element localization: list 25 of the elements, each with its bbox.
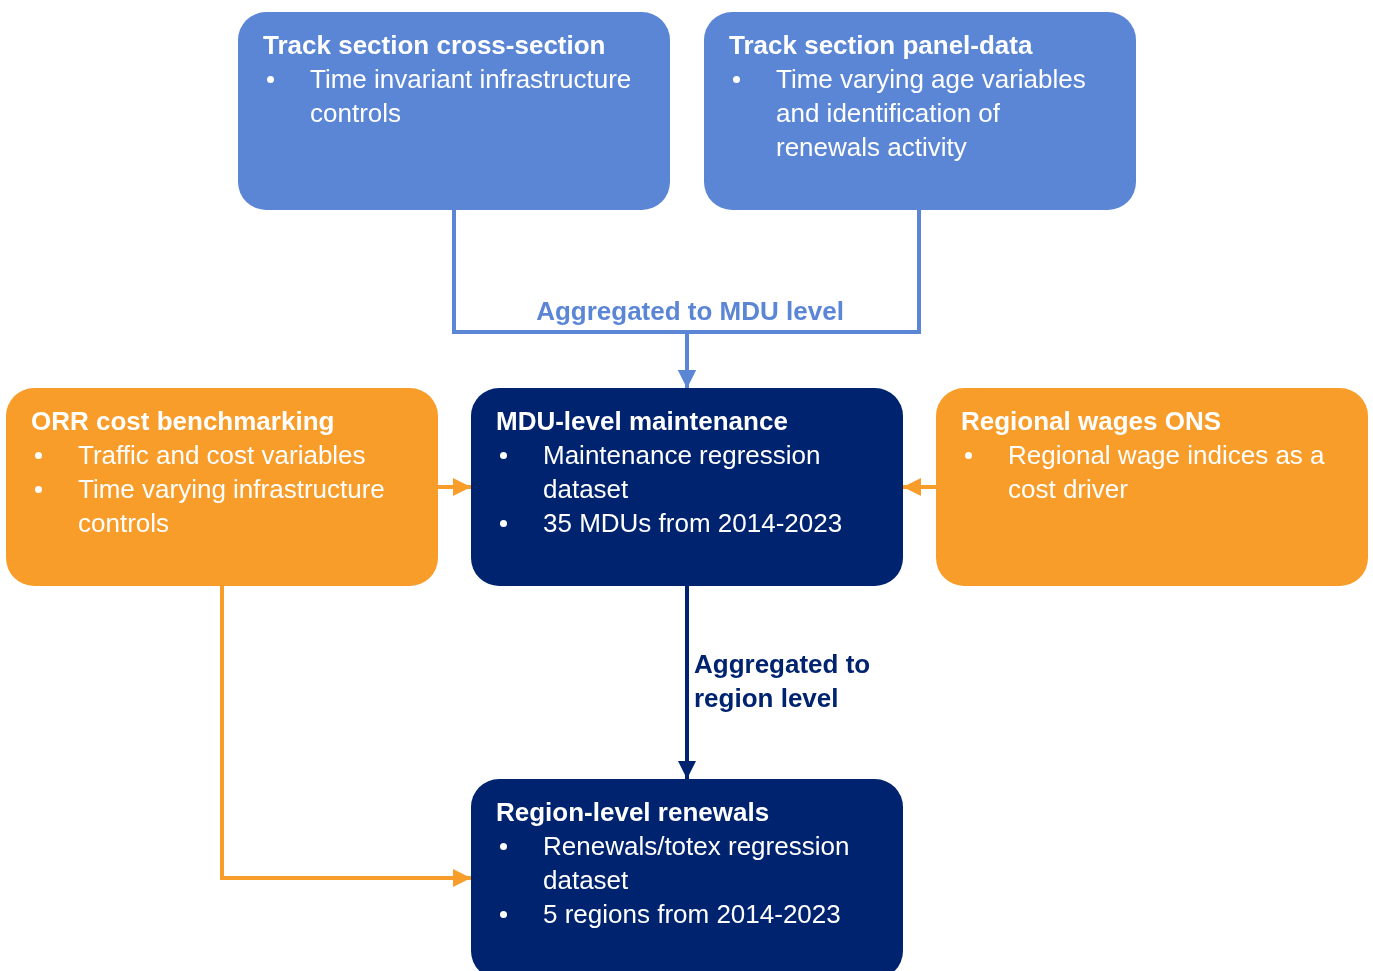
box-heading: Track section panel-data	[729, 29, 1034, 62]
box-heading: Region-level renewals	[496, 796, 771, 829]
bullet-text: 5 regions from 2014-2023	[543, 898, 841, 931]
process-box	[6, 388, 438, 586]
bullet-text: 35 MDUs from 2014-2023	[543, 507, 843, 540]
bullet-text: Maintenance regression dataset	[543, 439, 822, 506]
box-heading: ORR cost benchmarking	[31, 405, 336, 438]
bullet-text: Time varying infrastructure controls	[78, 473, 386, 540]
box-heading: MDU-level maintenance	[496, 405, 789, 438]
arrow	[220, 586, 471, 887]
bullet-text: Renewals/totex regression dataset	[543, 830, 851, 897]
process-box	[936, 388, 1368, 586]
process-box	[238, 12, 670, 210]
bullet-text: Regional wage indices as a cost driver	[1008, 439, 1326, 506]
arrow	[678, 586, 696, 779]
arrow	[438, 478, 471, 496]
bullet-text: Time varying age variables and identification of renewals activity	[776, 63, 1087, 164]
bullet-text: Time invariant infrastructure controls	[310, 63, 633, 130]
process-box	[704, 12, 1136, 210]
box-heading: Track section cross-section	[263, 29, 607, 62]
process-box	[471, 388, 903, 586]
arrow	[903, 478, 936, 496]
process-box	[471, 779, 903, 971]
bullet-text: Traffic and cost variables	[78, 439, 366, 472]
box-heading: Regional wages ONS	[961, 405, 1223, 438]
